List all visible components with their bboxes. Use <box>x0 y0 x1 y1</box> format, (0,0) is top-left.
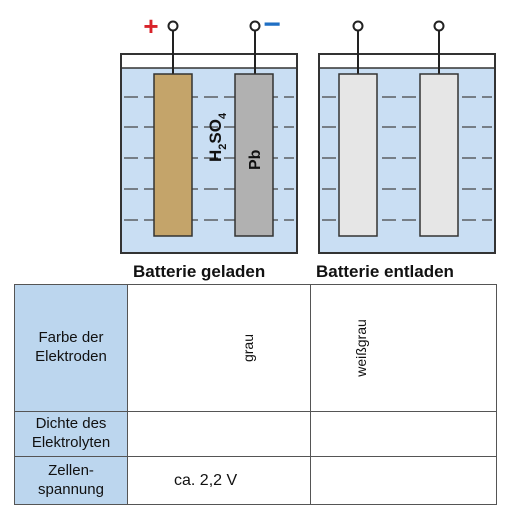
positive-electrode-charged <box>153 73 193 237</box>
plus-sign: + <box>143 11 158 41</box>
minus-sign: − <box>263 8 281 41</box>
caption-charged: Batterie geladen <box>133 262 266 281</box>
value-discharged-electrode-color: weißgrau <box>352 319 369 377</box>
cell-charged-electrode-color: grau <box>127 284 311 412</box>
discharged-left-terminal <box>352 20 364 32</box>
charged-battery: + − H2SO4 Pb <box>120 8 298 254</box>
charged-cell-wall <box>120 53 298 254</box>
table-row: Dichte des Elektrolyten <box>14 411 497 457</box>
charged-negative-terminal <box>249 20 261 32</box>
battery-diagram: + − H2SO4 Pb <box>120 8 496 254</box>
comparison-table: Farbe der Elektroden grau weißgrau Dicht… <box>14 284 497 505</box>
electrolyte-formula: H2SO4 <box>206 112 229 162</box>
caption-discharged: Batterie entladen <box>316 262 454 281</box>
electrode-label-pb: Pb <box>247 149 264 170</box>
row-label-electrode-color: Farbe der Elektroden <box>14 284 128 412</box>
left-electrode-discharged <box>338 73 378 237</box>
cell-charged-cell-voltage: ca. 2,2 V <box>127 456 311 505</box>
cell-discharged-electrode-color: weißgrau <box>310 284 497 412</box>
charged-positive-terminal <box>167 20 179 32</box>
cell-discharged-electrolyte-density <box>310 411 497 457</box>
table-row: Farbe der Elektroden grau weißgrau <box>14 284 497 412</box>
discharged-battery <box>318 20 496 254</box>
cell-discharged-cell-voltage <box>310 456 497 505</box>
cell-charged-electrolyte-density <box>127 411 311 457</box>
right-electrode-discharged <box>419 73 459 237</box>
row-label-cell-voltage: Zellen-spannung <box>14 456 128 505</box>
discharged-cell-wall <box>318 53 496 254</box>
row-label-electrolyte-density: Dichte des Elektrolyten <box>14 411 128 457</box>
value-charged-electrode-color: grau <box>240 333 257 363</box>
discharged-right-terminal <box>433 20 445 32</box>
negative-electrode-charged <box>234 73 274 237</box>
table-row: Zellen-spannung ca. 2,2 V <box>14 456 497 505</box>
